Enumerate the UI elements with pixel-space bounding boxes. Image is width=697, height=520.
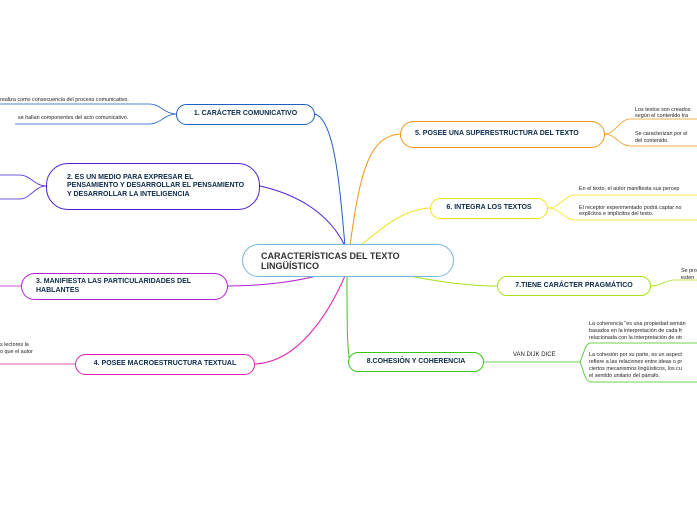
branch-8-note-6: ciertos mecanismos lingüísticos, los cu <box>589 366 682 372</box>
link-branch-5 <box>349 133 401 247</box>
link-branch-7-note <box>650 279 697 287</box>
branch-6-note-2: El receptor experimentado podrá captar n… <box>579 205 682 211</box>
branch-2-node[interactable]: 2. ES UN MEDIO PARA EXPRESAR EL PENSAMIE… <box>46 163 260 210</box>
branch-8-note-7: el sentido unitario del parrafo. <box>589 373 661 379</box>
link-branch-1-note-1 <box>0 103 177 115</box>
link-branch-8-note-1 <box>579 342 697 363</box>
branch-1-note-2: se hallan componentes del acto comunicat… <box>18 115 129 121</box>
link-branch-1-note-2 <box>15 113 177 125</box>
branch-8-note-5: refiere a las relaciones entre ideas o p… <box>589 359 683 365</box>
link-branch-8 <box>346 275 351 363</box>
branch-8-note-3: relacionada con la interpretación de otr <box>589 335 683 341</box>
branch-6-label: 6. INTEGRA LOS TEXTOS <box>446 204 532 212</box>
branch-4-label: 4. POSEE MACROESTRUCTURA TEXTUAL <box>93 360 237 368</box>
branch-3-label: 3. MANIFIESTA LAS PARTICULARIDADES DEL H… <box>36 278 191 294</box>
link-branch-8-note-2 <box>579 361 697 383</box>
link-branch-6 <box>359 207 431 247</box>
branch-8-node[interactable]: 8.COHESIÓN Y COHERENCIA <box>348 352 484 372</box>
branch-1-node[interactable]: 1. CARÁCTER COMUNICATIVO <box>176 104 315 125</box>
link-branch-5-note-2 <box>604 133 697 147</box>
branch-7-label: 7.TIENE CARÁCTER PRAGMÁTICO <box>515 281 633 289</box>
branch-5-note-1: Los textos son creados <box>635 107 691 113</box>
link-branch-2-note-2 <box>0 185 47 200</box>
branch-4-note-1: s lectores la <box>0 342 29 348</box>
branch-6-note-1: En el texto, el autor manifiesta sus per… <box>579 186 680 192</box>
branch-7-node[interactable]: 7.TIENE CARÁCTER PRAGMÁTICO <box>497 276 651 296</box>
center-topic-title: CARACTERÍSTICAS DEL TEXTO LINGÜÍSTICO <box>261 250 400 271</box>
branch-6-node[interactable]: 6. INTEGRA LOS TEXTOS <box>430 198 548 219</box>
branch-5-note-2: según el contenido tra <box>635 113 689 119</box>
branch-8-note-2: basados en la interpretación de cada fr <box>589 328 683 334</box>
branch-7-note-1: Se pro <box>681 268 697 274</box>
branch-4-node[interactable]: 4. POSEE MACROESTRUCTURA TEXTUAL <box>75 354 255 375</box>
link-branch-2 <box>259 185 346 247</box>
branch-1-note-1: realiza como consecuencia del proceso co… <box>0 97 129 103</box>
branch-8-label: 8.COHESIÓN Y COHERENCIA <box>366 357 466 365</box>
branch-7-note-2: esten <box>681 275 695 281</box>
branch-2-label: 2. ES UN MEDIO PARA EXPRESAR EL PENSAMIE… <box>67 173 245 198</box>
link-branch-6-note-2 <box>547 207 697 221</box>
link-branch-1 <box>314 113 346 247</box>
branch-5-label: 5. POSEE UNA SUPERESTRUCTURA DEL TEXTO <box>415 130 579 138</box>
branch-8-note-1: La coherencia "es una propiedad semán <box>589 321 686 327</box>
link-branch-2-note-1 <box>0 174 47 187</box>
branch-3-node[interactable]: 3. MANIFIESTA LAS PARTICULARIDADES DEL H… <box>21 273 228 300</box>
link-branch-5-note-1 <box>604 118 697 135</box>
branch-8-sub-label: VAN DIJK DICE <box>513 352 556 358</box>
link-branch-7 <box>409 275 498 287</box>
branch-5-node[interactable]: 5. POSEE UNA SUPERESTRUCTURA DEL TEXTO <box>400 121 605 148</box>
branch-5-note-4: del contenido. <box>635 138 669 144</box>
link-branch-6-note-1 <box>547 194 697 209</box>
branch-8-note-4: La cohesión por su parte, es un aspect <box>589 352 682 358</box>
branch-1-label: 1. CARÁCTER COMUNICATIVO <box>193 110 298 118</box>
center-topic[interactable]: CARACTERÍSTICAS DEL TEXTO LINGÜÍSTICO <box>242 244 454 277</box>
branch-5-note-3: Se caracterizan por el <box>635 131 688 137</box>
branch-6-note-3: explícitos e implícitos del texto. <box>579 211 654 217</box>
link-branch-4 <box>254 275 346 365</box>
branch-4-note-2: o que el autor <box>0 349 33 355</box>
